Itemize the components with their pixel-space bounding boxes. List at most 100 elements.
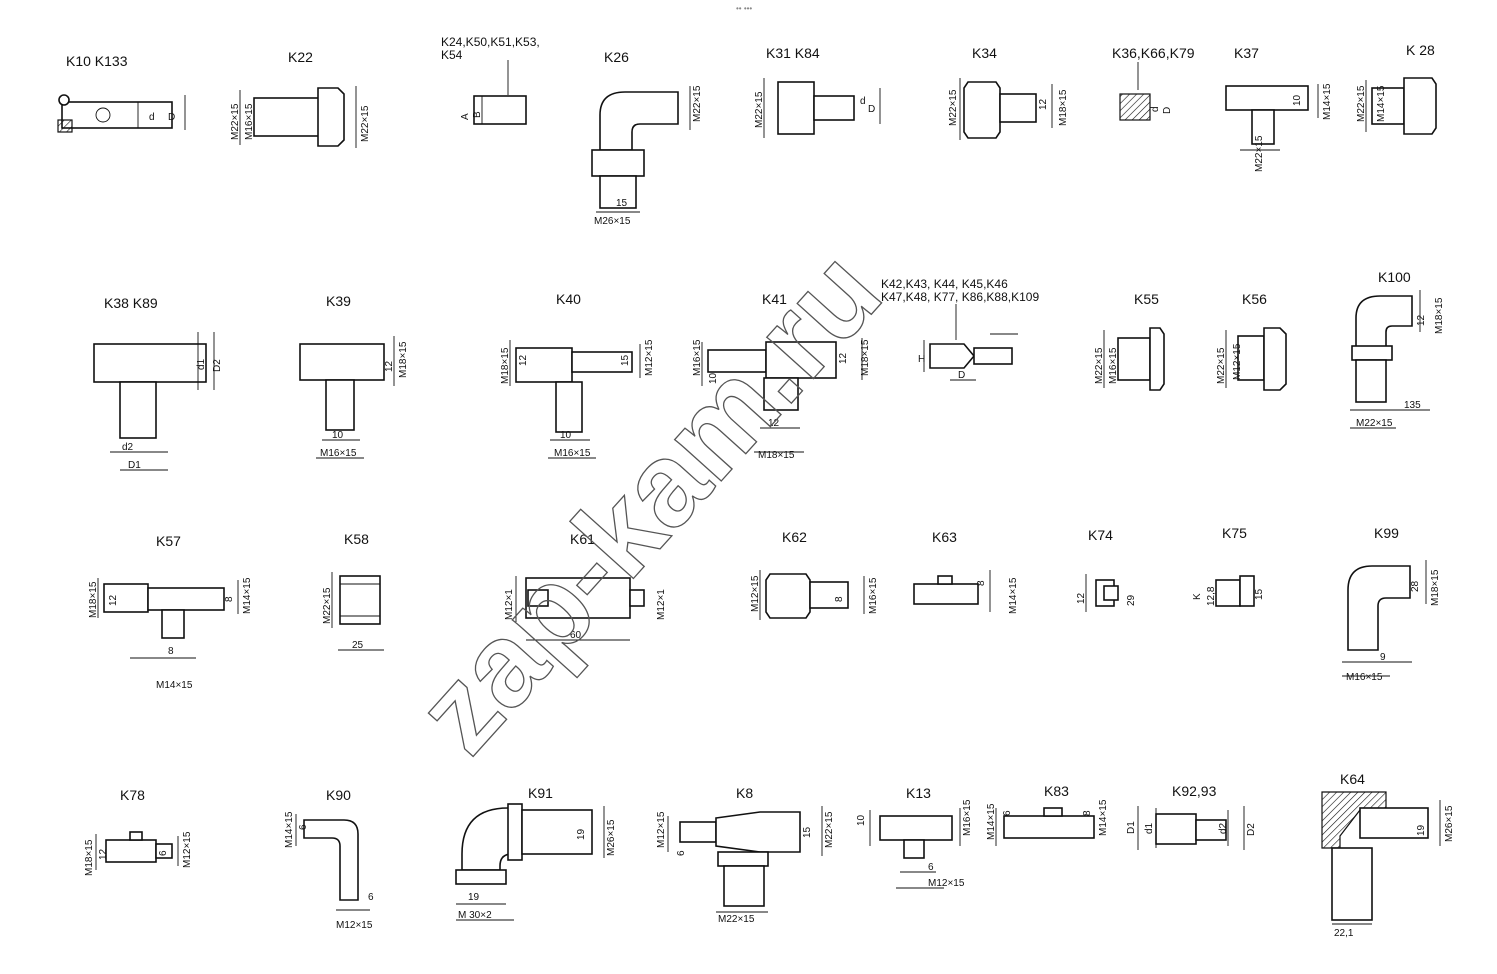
part-title: K63 (932, 529, 957, 545)
part-k75: K75 K 12,8 15 (1192, 525, 1265, 607)
dim-label: M14×15 (156, 680, 193, 691)
dim-label: M12×15 (1232, 343, 1243, 380)
part-k90: K90 M14×15 6 6 M12×15 (284, 787, 374, 931)
dim-label: 12 (838, 352, 849, 364)
part-k28: K 28 M22×15 M14×15 (1356, 42, 1437, 135)
dim-label: M14×15 (986, 803, 997, 840)
part-k78: K78 M18×15 12 6 M12×15 (84, 787, 193, 876)
dim-label: 10 (856, 814, 867, 826)
dim-label: M18×15 (860, 339, 871, 376)
part-k8: K8 M12×15 6 15 M22×15 M22×15 (656, 785, 835, 925)
dim-label: d (1150, 106, 1161, 112)
dim-label: M18×15 (88, 581, 99, 618)
part-k99: K99 28 M18×15 9 M16×15 (1342, 525, 1441, 683)
dim-label: B (472, 111, 483, 118)
part-k34: K34 M22×15 12 M18×15 (948, 45, 1069, 140)
part-title: K78 (120, 787, 145, 803)
dim-label: M22×15 (1216, 347, 1227, 384)
dim-label: M22×15 (754, 91, 765, 128)
dim-label: 10 (708, 372, 719, 384)
dim-label: M12×15 (656, 811, 667, 848)
part-k91: K91 19 M26×15 19 M 30×2 (455, 785, 617, 921)
part-k92: K92,93 D1 d1 d2 D2 (1126, 783, 1257, 850)
dim-label: M18×15 (398, 341, 409, 378)
dim-label: 10 (332, 430, 344, 441)
dim-label: 9 (1380, 652, 1386, 663)
dim-label: M14×15 (1008, 577, 1019, 614)
part-k26: K26 M22×15 15 M26×15 (591, 49, 703, 227)
dim-label: M12×1 (504, 589, 515, 620)
part-title: K91 (528, 785, 553, 801)
dim-label: D1 (128, 460, 141, 471)
dim-label: M 30×2 (458, 910, 492, 921)
dim-label: M18×15 (758, 450, 795, 461)
dim-label: K (1192, 593, 1203, 600)
dim-label: 25 (352, 640, 364, 651)
dim-label: M18×15 (1430, 569, 1441, 606)
part-k63: K63 8 M14×15 (913, 529, 1019, 614)
part-title: K 28 (1406, 42, 1435, 58)
dim-label: M18×15 (84, 839, 95, 876)
dim-label: M18×15 (1058, 89, 1069, 126)
dim-label: d2 (122, 442, 134, 453)
dim-label: 12 (98, 848, 109, 860)
dim-label: H (918, 354, 925, 365)
dim-label: M12×15 (750, 575, 761, 612)
part-k64: K64 19 M26×15 22,1 (1321, 771, 1455, 939)
dim-label: 6 (1002, 810, 1013, 816)
part-title-line2: K54 (441, 48, 463, 62)
part-k37: K37 10 M14×15 M22×15 (1225, 45, 1333, 172)
dim-label: M22×15 (230, 103, 241, 140)
part-title: K24,K50,K51,K53, (441, 35, 540, 49)
dim-label: M16×15 (554, 448, 591, 459)
dim-label: M12×15 (644, 339, 655, 376)
part-title: K31 K84 (766, 45, 820, 61)
dim-label: 12 (518, 354, 529, 366)
part-k83: K83 M14×15 6 8 M14×15 (986, 783, 1109, 846)
dim-label: M22×15 (1356, 418, 1393, 429)
part-title: K37 (1234, 45, 1259, 61)
part-title: K13 (906, 785, 931, 801)
dim-label: d2 (1218, 822, 1229, 834)
part-title: K8 (736, 785, 753, 801)
part-title: K74 (1088, 527, 1113, 543)
dim-label: M18×15 (500, 347, 511, 384)
part-title: K100 (1378, 269, 1411, 285)
part-k39: K39 12 M18×15 10 M16×15 (299, 293, 409, 459)
dim-label: 15 (616, 198, 628, 209)
part-k24: K24,K50,K51,K53, K54 A B (441, 35, 540, 125)
dim-label: M16×15 (1108, 347, 1119, 384)
dim-label: M12×1 (656, 589, 667, 620)
dim-label: 12 (1416, 314, 1427, 326)
part-k61: K61 M12×1 M12×1 60 (504, 531, 667, 641)
part-k13: K13 10 M16×15 6 M12×15 (856, 785, 973, 889)
part-k58: K58 M22×15 25 (322, 531, 384, 651)
dim-label: D (868, 104, 875, 115)
dim-label: 19 (468, 892, 480, 903)
dim-label: M22×15 (692, 85, 703, 122)
part-title: K64 (1340, 771, 1365, 787)
dim-label: 6 (928, 862, 934, 873)
dim-label: 12 (1038, 98, 1049, 110)
part-k10: K10 K133 d D (57, 53, 186, 133)
part-k31: K31 K84 M22×15 d D (754, 45, 881, 138)
dim-label: 12 (108, 594, 119, 606)
dim-label: A (460, 113, 471, 120)
dim-label: M22×15 (360, 105, 371, 142)
part-title: K41 (762, 291, 787, 307)
dim-label: M14×15 (1376, 85, 1387, 122)
dim-label: d1 (1144, 822, 1155, 834)
part-k55: K55 M22×15 M16×15 (1094, 291, 1165, 391)
dim-label: 6 (676, 850, 687, 856)
dim-label: M22×15 (1094, 347, 1105, 384)
dim-label: M18×15 (1434, 297, 1445, 334)
dim-label: D1 (1126, 821, 1137, 834)
part-title: K62 (782, 529, 807, 545)
part-title: K57 (156, 533, 181, 549)
part-k74: K74 12 29 (1076, 527, 1137, 612)
dim-label: 6 (368, 892, 374, 903)
dim-label: M12×15 (928, 878, 965, 889)
dim-label: 28 (1410, 580, 1421, 592)
dim-label: 12 (1076, 592, 1087, 604)
part-k41: K41 M16×15 10 12 M18×15 12 M18×15 (692, 291, 871, 461)
